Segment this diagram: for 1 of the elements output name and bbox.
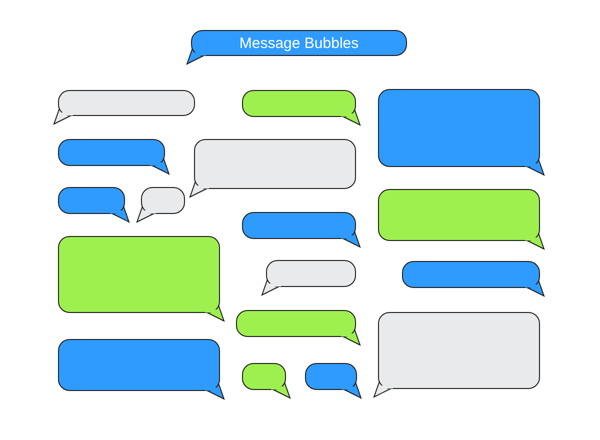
bubble-text: Message Bubbles [239,34,359,52]
